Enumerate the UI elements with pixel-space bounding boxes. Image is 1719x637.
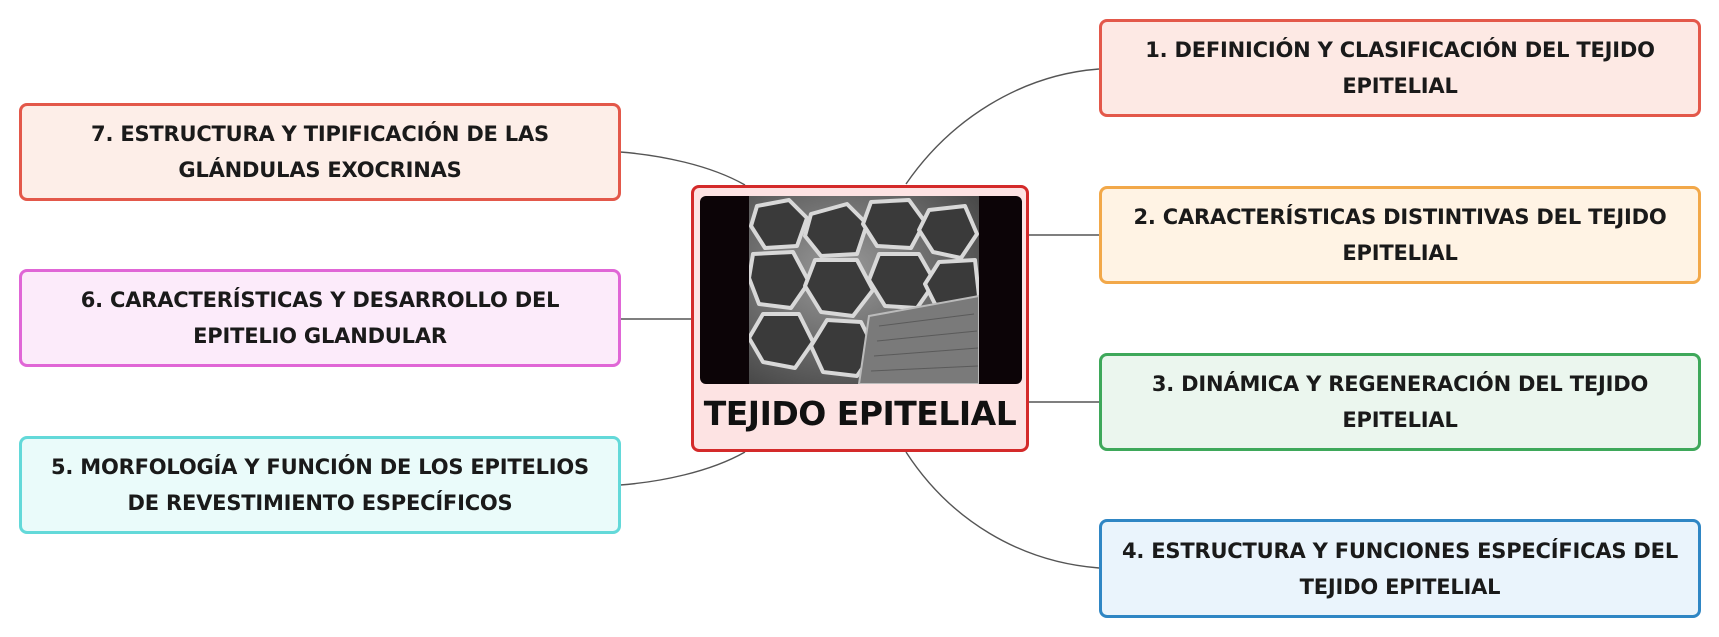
connector-b7 [619, 151, 746, 186]
branch-node-5[interactable]: 5. MORFOLOGÍA Y FUNCIÓN DE LOS EPITELIOS… [19, 436, 621, 534]
epithelial-micrograph-image [700, 196, 1022, 384]
branch-label-6: 6. CARACTERÍSTICAS Y DESARROLLO DEL EPIT… [80, 288, 560, 348]
central-topic[interactable]: TEJIDO EPITELIAL [691, 185, 1029, 452]
branch-node-2[interactable]: 2. CARACTERÍSTICAS DISTINTIVAS DEL TEJID… [1099, 186, 1701, 284]
connector-b5 [619, 451, 746, 486]
branch-label-5: 5. MORFOLOGÍA Y FUNCIÓN DE LOS EPITELIOS… [51, 455, 589, 515]
branch-node-7[interactable]: 7. ESTRUCTURA Y TIPIFICACIÓN DE LAS GLÁN… [19, 103, 621, 201]
connector-b1 [905, 68, 1100, 185]
branch-label-4: 4. ESTRUCTURA Y FUNCIONES ESPECÍFICAS DE… [1121, 538, 1678, 599]
central-topic-title: TEJIDO EPITELIAL [703, 394, 1017, 433]
branch-node-4[interactable]: 4. ESTRUCTURA Y FUNCIONES ESPECÍFICAS DE… [1099, 519, 1701, 618]
connector-b4 [905, 451, 1100, 569]
branch-label-1: 1. DEFINICIÓN Y CLASIFICACIÓN DEL TEJIDO… [1145, 38, 1655, 98]
branch-label-2: 2. CARACTERÍSTICAS DISTINTIVAS DEL TEJID… [1133, 205, 1667, 265]
branch-label-7: 7. ESTRUCTURA Y TIPIFICACIÓN DE LAS GLÁN… [91, 122, 549, 182]
branch-label-3: 3. DINÁMICA Y REGENERACIÓN DEL TEJIDO EP… [1151, 372, 1649, 432]
micrograph-icon [749, 196, 979, 384]
branch-node-6[interactable]: 6. CARACTERÍSTICAS Y DESARROLLO DEL EPIT… [19, 269, 621, 367]
branch-node-3[interactable]: 3. DINÁMICA Y REGENERACIÓN DEL TEJIDO EP… [1099, 353, 1701, 451]
branch-node-1[interactable]: 1. DEFINICIÓN Y CLASIFICACIÓN DEL TEJIDO… [1099, 19, 1701, 117]
